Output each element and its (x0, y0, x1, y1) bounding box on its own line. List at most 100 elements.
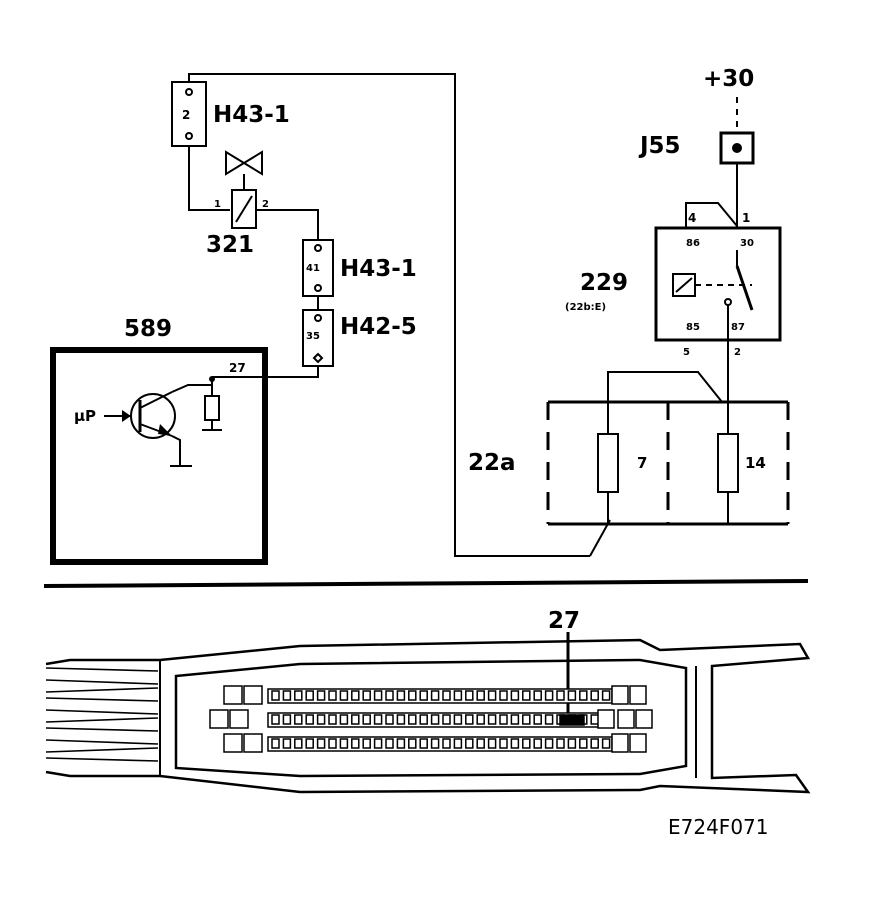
connector-pin (282, 738, 292, 749)
cable-strand (45, 747, 159, 753)
connector-pin (419, 690, 428, 701)
connector-pin (533, 714, 542, 725)
connector-pin (396, 738, 406, 749)
connector-h43-mid: 41 H43-1 (302, 239, 417, 297)
wire-h43-to-valve (188, 146, 230, 211)
cable-strand (45, 739, 159, 745)
connector-pin (601, 738, 611, 749)
valve-pin-2: 2 (262, 199, 269, 210)
connector-large-pin (229, 709, 249, 729)
connector-pin (385, 714, 394, 725)
connector-pin (533, 690, 542, 701)
ecu-signal-label: μP (74, 407, 96, 425)
connector-pin (362, 714, 371, 725)
connector-pin (362, 738, 371, 749)
connector-pin (271, 690, 280, 701)
relay-pin-86: 86 (686, 238, 700, 249)
cable-strand (45, 697, 159, 702)
connector-pin (499, 738, 508, 749)
connector-pin (271, 738, 280, 749)
connector-pin (316, 714, 326, 725)
connector-pin (282, 690, 292, 701)
connector-pin (442, 738, 451, 749)
connector-h42: 35 H42-5 (302, 309, 417, 367)
connector-pin (465, 714, 474, 725)
wire-fuse7-angle (589, 519, 611, 557)
connector-pin (316, 738, 326, 749)
figure-code: E724F071 (668, 815, 769, 839)
connector-pin (408, 714, 417, 725)
connector-pin (442, 714, 451, 725)
ecu-label: 589 (124, 316, 172, 342)
connector-pin (351, 738, 360, 749)
connector-pin (430, 714, 440, 725)
connector-pin (419, 714, 428, 725)
wire-valve-to-h43 (256, 209, 319, 240)
connector-pin (453, 714, 463, 725)
connector-pin (522, 738, 531, 749)
connector-pin (294, 738, 303, 749)
connector-h42-pin: 35 (306, 331, 320, 342)
relay-pin-30: 30 (740, 238, 754, 249)
connector-pin (510, 714, 520, 725)
cable-strands (45, 667, 159, 762)
fuse-7-label: 7 (637, 454, 647, 472)
connector-pin (567, 690, 577, 701)
connector-pin (487, 738, 497, 749)
cable-strand (45, 727, 159, 732)
connector-pin (396, 714, 406, 725)
relay-wire-5: 5 (683, 347, 690, 358)
connector-pin (305, 738, 314, 749)
cable-strand (45, 757, 159, 762)
connector-pin (522, 690, 531, 701)
connector-pin (465, 738, 474, 749)
connector-pin (328, 714, 337, 725)
connector-pin (476, 714, 485, 725)
connector-pin (328, 738, 337, 749)
connector-large-pin (629, 685, 647, 705)
connector-pin (271, 714, 280, 725)
connector-pin (453, 690, 463, 701)
connector-pin (510, 738, 520, 749)
connector-pin (339, 738, 349, 749)
connector-h42-label: H42-5 (340, 314, 417, 340)
relay-sublabel: (22b:E) (565, 302, 606, 313)
connector-pin (579, 690, 588, 701)
connector-large-pin (617, 709, 635, 729)
relay-pin-87: 87 (731, 322, 745, 333)
ecu-pin-27: 27 (229, 361, 246, 375)
relay-wire-2: 2 (734, 347, 741, 358)
connector-pin (385, 738, 394, 749)
connector-pin (544, 690, 554, 701)
fuse-14-label: 14 (745, 454, 766, 472)
connector-pin-rows (209, 685, 653, 753)
connector-large-pin (597, 709, 615, 729)
connector-pin (567, 738, 577, 749)
connector-pin (294, 690, 303, 701)
connector-pin (385, 690, 394, 701)
connector-large-pin (629, 733, 647, 753)
connector-pin (419, 738, 428, 749)
connector-pin (476, 690, 485, 701)
connector-large-pin (243, 685, 263, 705)
connector-h43-top: 2 H43-1 (171, 81, 290, 147)
connector-pin (590, 690, 599, 701)
cable-strand (45, 717, 159, 723)
connector-pin (408, 690, 417, 701)
connector-pin (351, 690, 360, 701)
relay-229: 4 1 86 30 85 87 229 (22b:E) 5 2 (565, 202, 782, 358)
connector-pin (544, 738, 554, 749)
connector-h43-mid-pin: 41 (306, 263, 320, 274)
connector-pin (510, 690, 520, 701)
connector-pin (373, 714, 383, 725)
wire-h42-to-ecu (212, 366, 319, 378)
connector-pin (579, 738, 588, 749)
connector-pin (339, 690, 349, 701)
connector-large-pin (635, 709, 653, 729)
connector-pin (351, 714, 360, 725)
connector-pin (465, 690, 474, 701)
valve-pin-1: 1 (214, 199, 221, 210)
connector-pin (442, 690, 451, 701)
connector-h43-top-label: H43-1 (213, 102, 290, 128)
